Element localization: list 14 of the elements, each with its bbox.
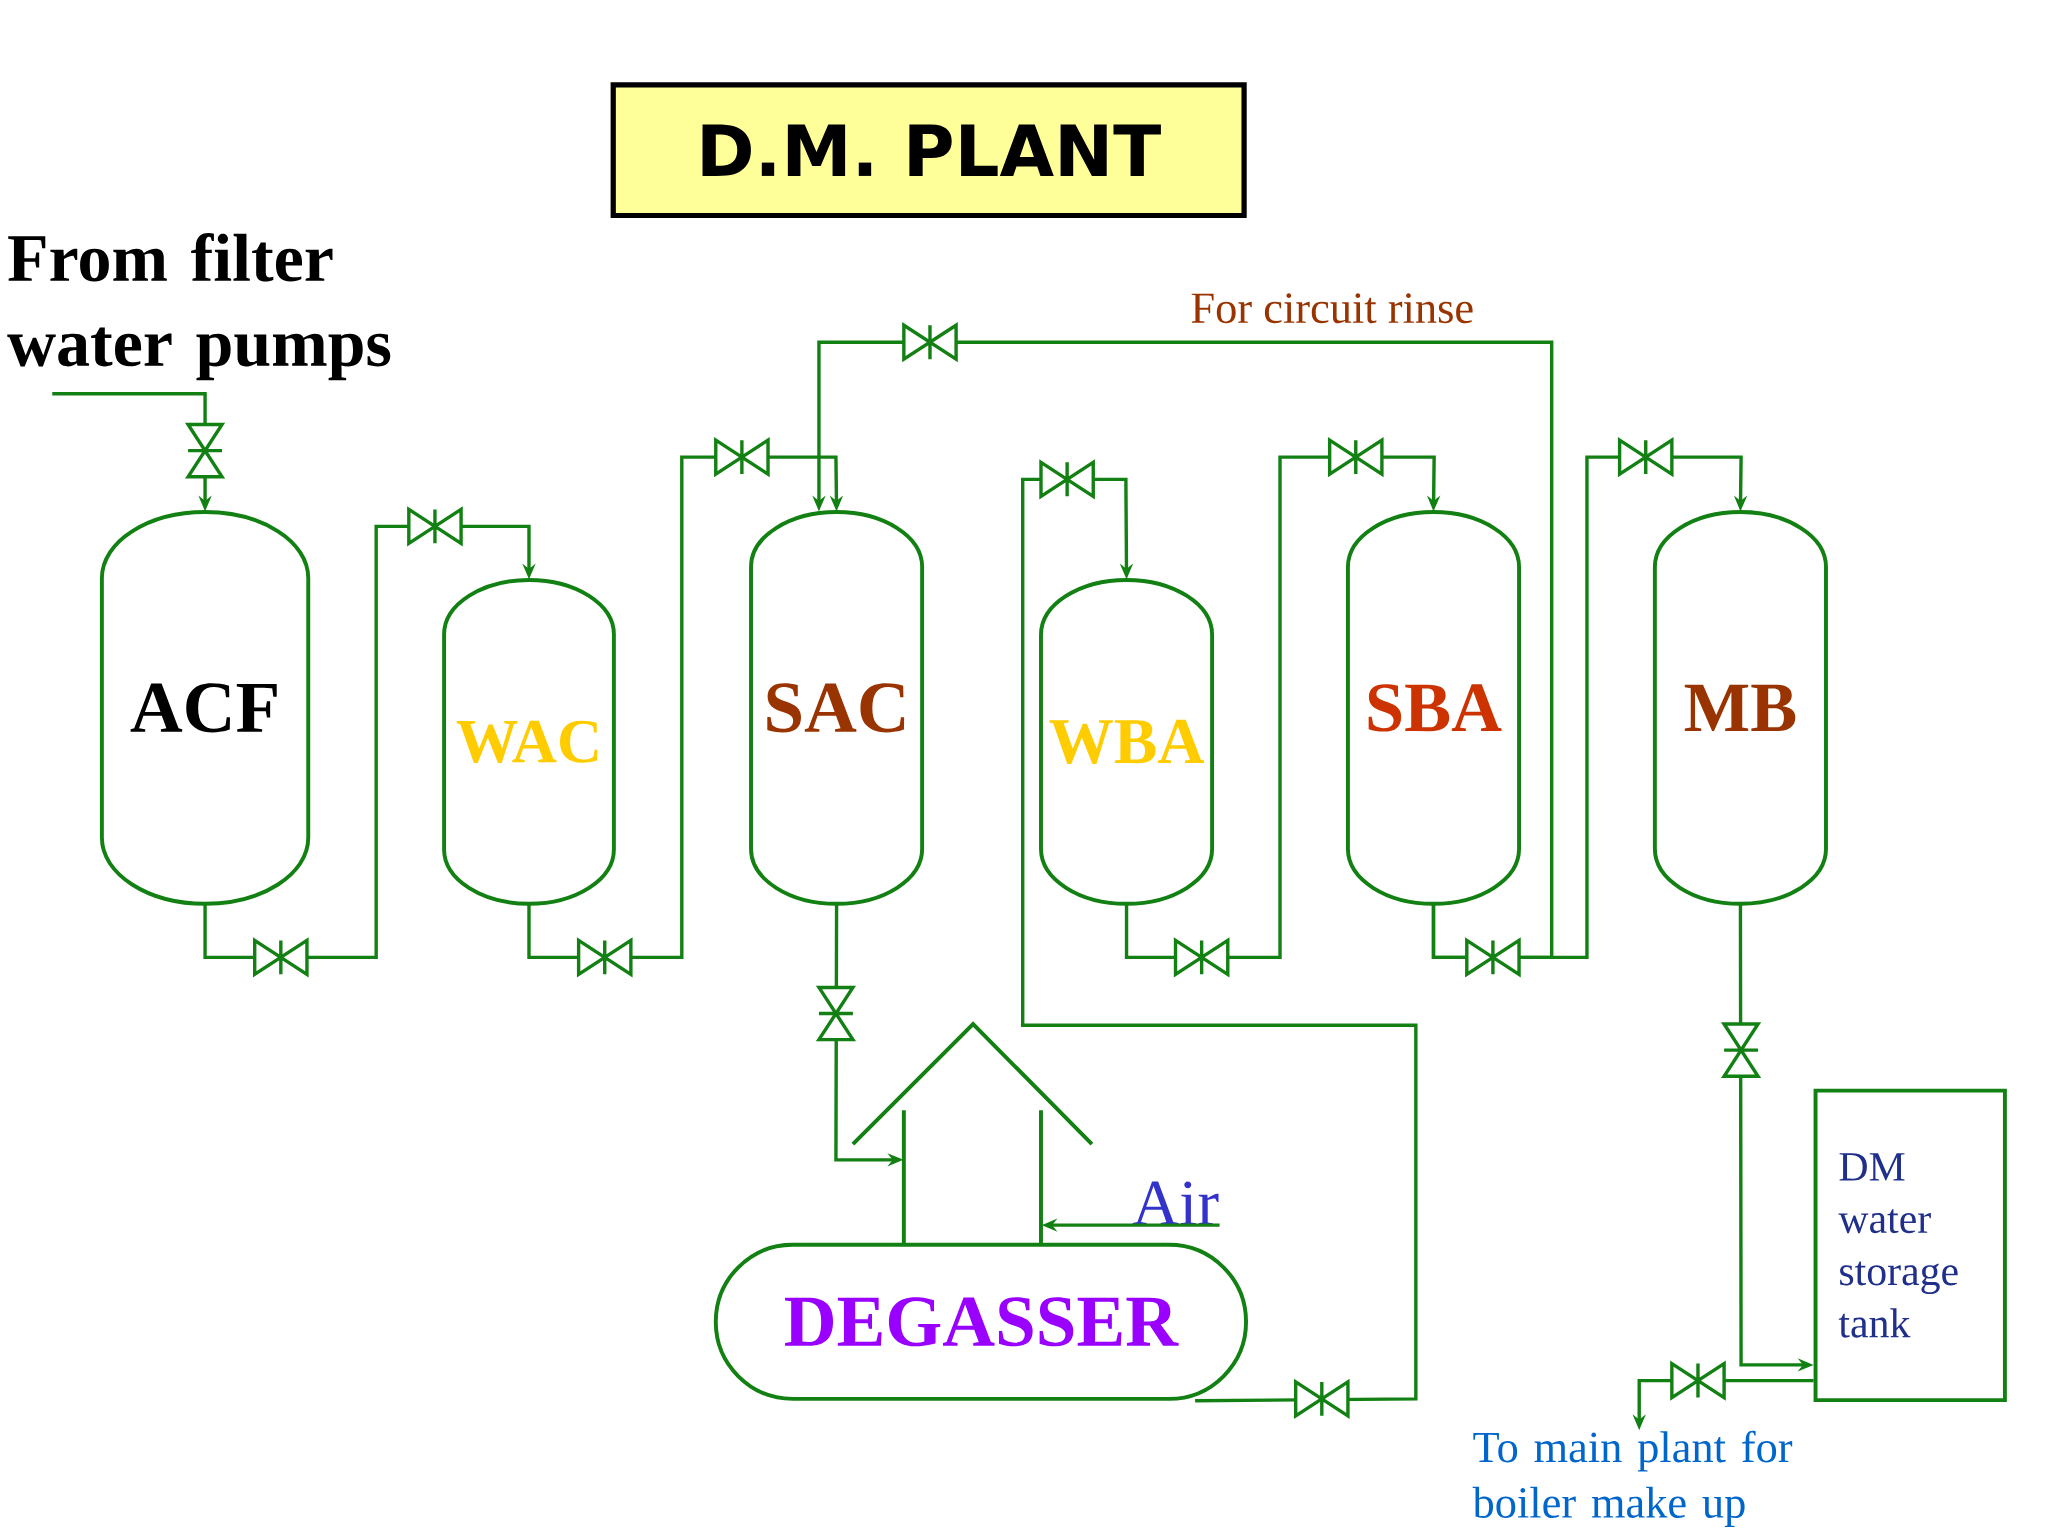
degasser-vessel: DEGASSER (713, 1242, 1248, 1401)
caption-text: From filter water pumps (7, 233, 391, 381)
vessel: WBA (1039, 577, 1215, 906)
vessel: SAC (749, 510, 925, 906)
vessel: WAC (442, 577, 616, 906)
title-box: D.M. PLANT (610, 82, 1247, 219)
caption-text: To main plant for boiler make up (1472, 1430, 1793, 1527)
edge-label: For circuit rinse (1187, 290, 1477, 326)
vessel: SBA (1345, 510, 1521, 906)
pipe-arrow (1124, 455, 1441, 960)
storage-tank: DM water storage tank (1813, 1088, 2007, 1403)
vessel: ACF (99, 510, 311, 906)
vessel: MB (1652, 510, 1828, 906)
pipe-arrow (1021, 477, 1418, 1403)
